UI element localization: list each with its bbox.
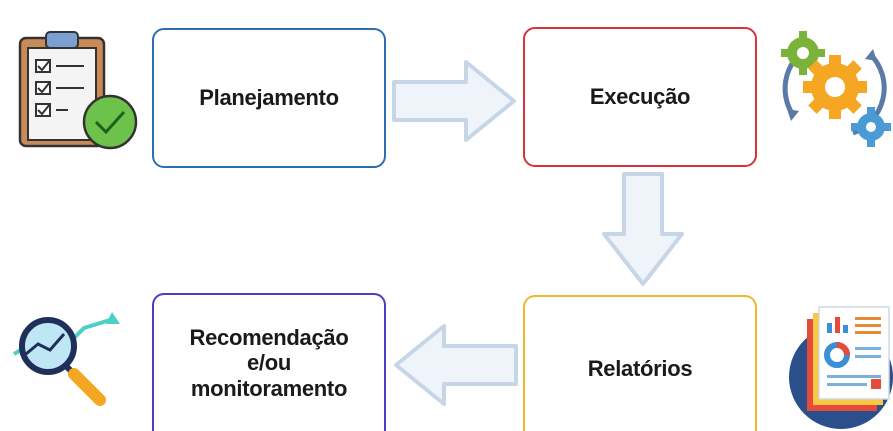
checklist-clipboard-icon <box>18 31 138 150</box>
arrow-left-rel-to-rec <box>394 324 518 406</box>
magnifier-trend-icon <box>12 312 120 406</box>
gears-cycle-icon <box>781 31 891 147</box>
step-box-relatorios: Relatórios <box>523 295 757 431</box>
step-label-recomendacao: Recomendação e/ou monitoramento <box>189 325 349 401</box>
step-box-recomendacao: Recomendação e/ou monitoramento <box>152 293 386 431</box>
step-label-relatorios: Relatórios <box>587 356 693 382</box>
step-box-planejamento: Planejamento <box>152 28 386 168</box>
arrow-down-exec-to-rel <box>602 172 684 286</box>
step-label-execucao: Execução <box>589 84 691 110</box>
step-box-execucao: Execução <box>523 27 757 167</box>
step-label-planejamento: Planejamento <box>199 85 339 111</box>
arrow-right-plan-to-exec <box>392 60 516 142</box>
report-documents-icon <box>789 306 893 429</box>
